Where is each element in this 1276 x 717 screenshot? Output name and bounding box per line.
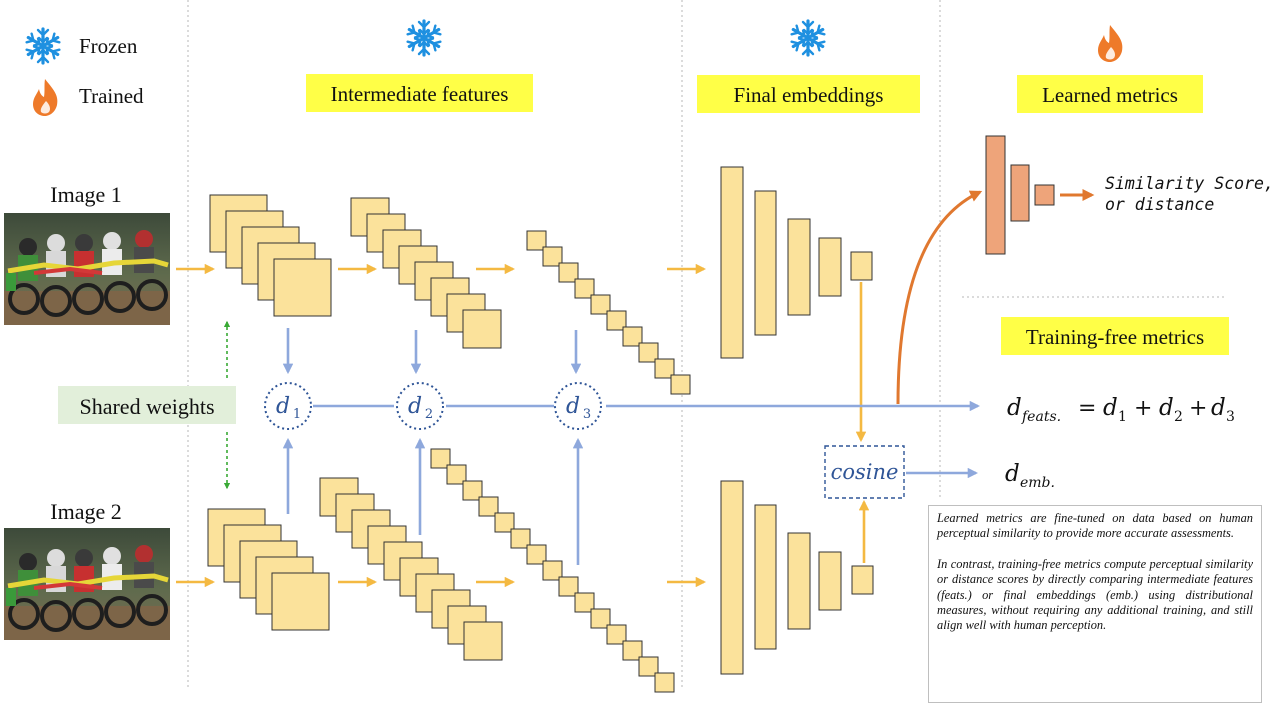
feature-map-block3 (622, 640, 643, 661)
formula-feats: d feats. = d 1 + d 2 + d 3 (1007, 395, 1235, 425)
feature-map-block3 (526, 544, 547, 565)
learned-metric-layers (985, 135, 1055, 255)
snowflake-icon (792, 21, 825, 55)
feature-map-block2 (462, 309, 502, 349)
flame-icon (1098, 25, 1123, 62)
flame-icon (33, 79, 58, 116)
svg-text:2: 2 (425, 407, 433, 422)
feature-map-block3 (622, 326, 643, 347)
feature-map-block3 (446, 464, 467, 485)
svg-text:d: d (276, 394, 290, 419)
svg-text:1: 1 (1118, 409, 1127, 425)
feature-map-block3 (654, 358, 675, 379)
svg-text:feats.: feats. (1021, 409, 1061, 425)
svg-text:Learned metrics: Learned metrics (1042, 83, 1178, 107)
embedding-layer (720, 480, 744, 675)
svg-text:cosine: cosine (831, 460, 899, 484)
svg-text:d: d (1211, 395, 1226, 421)
distance-arrows (282, 328, 981, 565)
feature-stacks (207, 166, 874, 693)
feature-map-block3 (542, 246, 563, 267)
embedding-layer (818, 237, 842, 297)
embedding-layer (850, 251, 873, 281)
feature-map-block3 (638, 342, 659, 363)
embedding-layer (754, 504, 777, 650)
feature-map-block2 (463, 621, 503, 661)
image1-label: Image 1 (50, 182, 121, 207)
embedding-layer (851, 565, 874, 595)
note-paragraph-training-free: In contrast, training-free metrics compu… (937, 556, 1253, 633)
feature-map-block3 (558, 576, 579, 597)
feature-map-block3 (430, 448, 451, 469)
svg-text:+: + (1134, 396, 1152, 421)
svg-text:d: d (1103, 395, 1118, 421)
embedding-layer (787, 218, 811, 316)
d3-node: d 3 (554, 382, 602, 430)
formula-emb: d emb. (1005, 461, 1055, 491)
feature-map-block3 (510, 528, 531, 549)
image1-photo (4, 213, 170, 325)
svg-text:Intermediate features: Intermediate features (331, 82, 509, 106)
feature-map-block3 (478, 496, 499, 517)
svg-text:1: 1 (293, 407, 301, 422)
svg-text:emb.: emb. (1020, 475, 1055, 491)
svg-text:d: d (1005, 461, 1020, 487)
feature-map-block3 (654, 672, 675, 693)
feature-map-block3 (542, 560, 563, 581)
trained-arrow (896, 190, 983, 405)
learned-metrics-label: Learned metrics (1017, 75, 1203, 113)
feature-map-block3 (606, 624, 627, 645)
embedding-layer (754, 190, 777, 336)
image2-label: Image 2 (50, 499, 121, 524)
svg-text:3: 3 (1226, 409, 1235, 425)
embedding-layer (720, 166, 744, 359)
snowflake-icon (408, 21, 441, 55)
note-paragraph-learned: Learned metrics are fine-tuned on data b… (937, 511, 1253, 541)
svg-text:Training-free metrics: Training-free metrics (1026, 325, 1204, 349)
d2-node: d 2 (396, 382, 444, 430)
feature-map-block3 (606, 310, 627, 331)
feature-map-block3 (590, 608, 611, 629)
similarity-line2: or distance (1105, 195, 1214, 214)
svg-text:d: d (566, 394, 580, 419)
embedding-layer (818, 551, 842, 611)
feature-map-block3 (494, 512, 515, 533)
svg-text:d: d (1007, 395, 1022, 421)
explanation-note: Learned metrics are fine-tuned on data b… (928, 505, 1262, 703)
feature-map-block3 (526, 230, 547, 251)
svg-text:3: 3 (583, 407, 591, 422)
embedding-layer (787, 532, 811, 630)
feature-map-block3 (574, 278, 595, 299)
svg-text:=: = (1078, 396, 1096, 421)
similarity-line1: Similarity Score, (1105, 174, 1274, 193)
svg-text:d: d (1159, 395, 1174, 421)
legend-trained-label: Trained (79, 84, 144, 108)
feature-map-block3 (558, 262, 579, 283)
feature-map-block3 (670, 374, 691, 395)
feature-map-block3 (462, 480, 483, 501)
section-dividers (187, 0, 941, 690)
d1-node: d 1 (264, 382, 312, 430)
cosine-box: cosine (824, 445, 905, 499)
training-free-metrics-label: Training-free metrics (1001, 317, 1229, 355)
svg-text:Final embeddings: Final embeddings (734, 83, 884, 107)
feature-map-block3 (574, 592, 595, 613)
svg-text:+: + (1189, 396, 1207, 421)
final-embeddings-label: Final embeddings (697, 75, 920, 113)
feature-map-block1 (273, 258, 332, 317)
legend-frozen-label: Frozen (79, 34, 138, 58)
snowflake-icon (27, 29, 60, 63)
feature-map-block1 (271, 572, 330, 631)
shared-weights-label: Shared weights (79, 394, 214, 419)
shared-weights-box (58, 386, 236, 424)
feature-map-block3 (638, 656, 659, 677)
image2-photo (4, 528, 170, 640)
feature-map-block3 (590, 294, 611, 315)
intermediate-features-label: Intermediate features (306, 74, 533, 112)
flow-arrows (176, 263, 870, 588)
svg-text:d: d (408, 394, 422, 419)
svg-text:2: 2 (1174, 409, 1183, 425)
